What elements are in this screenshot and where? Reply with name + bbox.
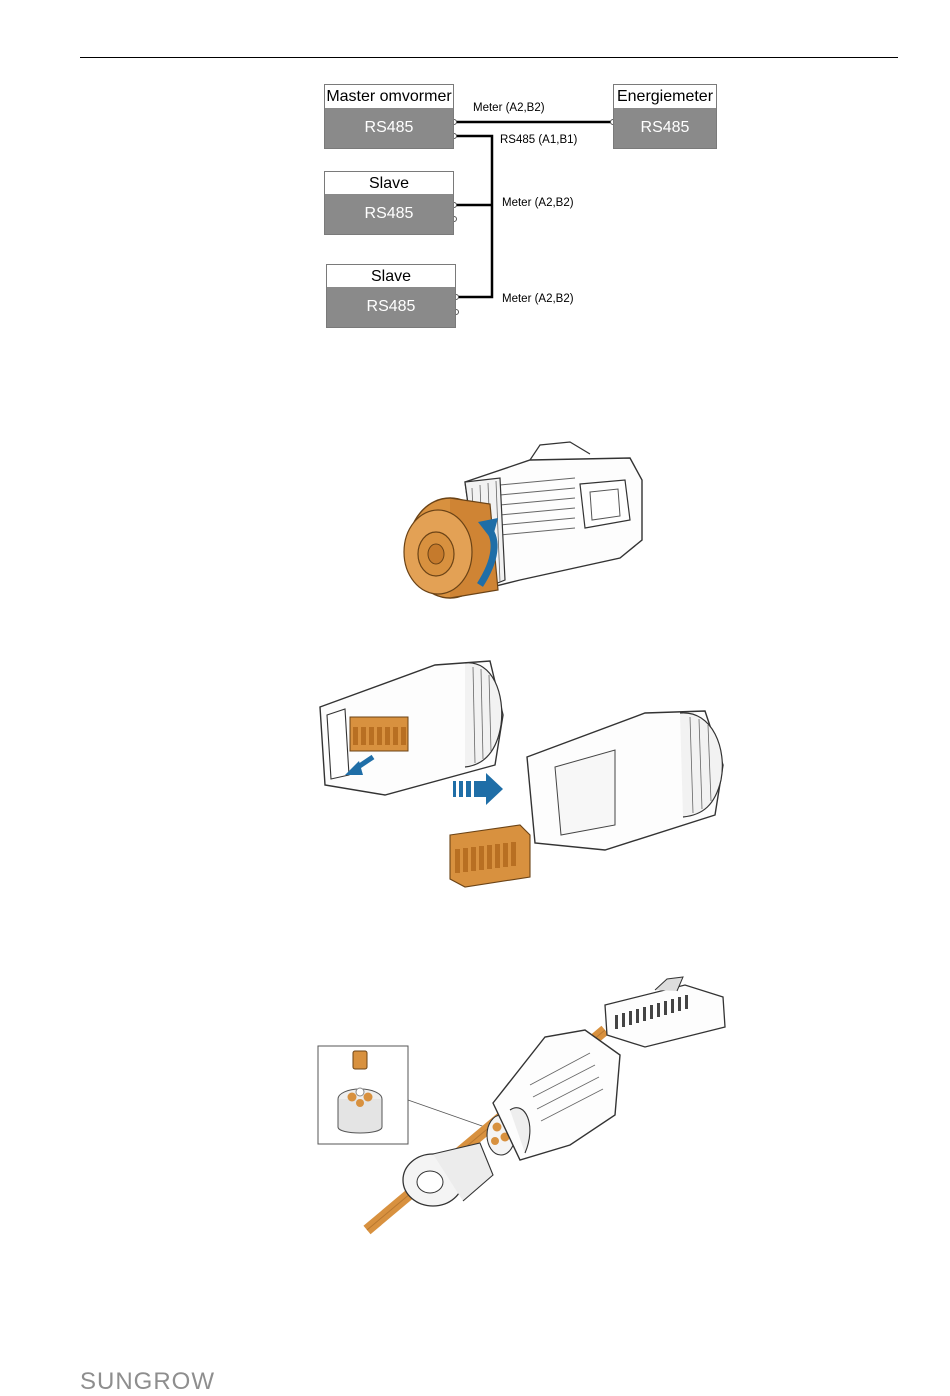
slave1-port: RS485	[325, 194, 453, 234]
slave2-meter-label: Meter (A2,B2)	[502, 293, 574, 305]
slave2-box: Slave RS485	[326, 264, 456, 328]
slave1-meter-label: Meter (A2,B2)	[502, 197, 574, 209]
exploded-connector-illustration	[315, 975, 735, 1240]
master-inverter-name: Master omvormer	[325, 85, 453, 109]
connector-unscrew-illustration	[380, 440, 660, 610]
slave2-port: RS485	[327, 287, 455, 327]
master-meter-label: Meter (A2,B2)	[473, 102, 545, 114]
energy-meter-name: Energiemeter	[614, 85, 716, 109]
slave1-box: Slave RS485	[324, 171, 454, 235]
master-inverter-box: Master omvormer RS485	[324, 84, 454, 149]
slave2-name: Slave	[327, 265, 455, 289]
sungrow-logo: SUNGROW	[80, 1368, 215, 1396]
rs485-bus-line	[454, 136, 492, 297]
wiring-lines	[0, 0, 950, 340]
energy-meter-port: RS485	[614, 108, 716, 148]
slave1-name: Slave	[325, 172, 453, 196]
master-bus-label: RS485 (A1,B1)	[500, 134, 577, 146]
master-port: RS485	[325, 108, 453, 148]
energy-meter-box: Energiemeter RS485	[613, 84, 717, 149]
terminal-removal-illustration	[315, 655, 730, 900]
